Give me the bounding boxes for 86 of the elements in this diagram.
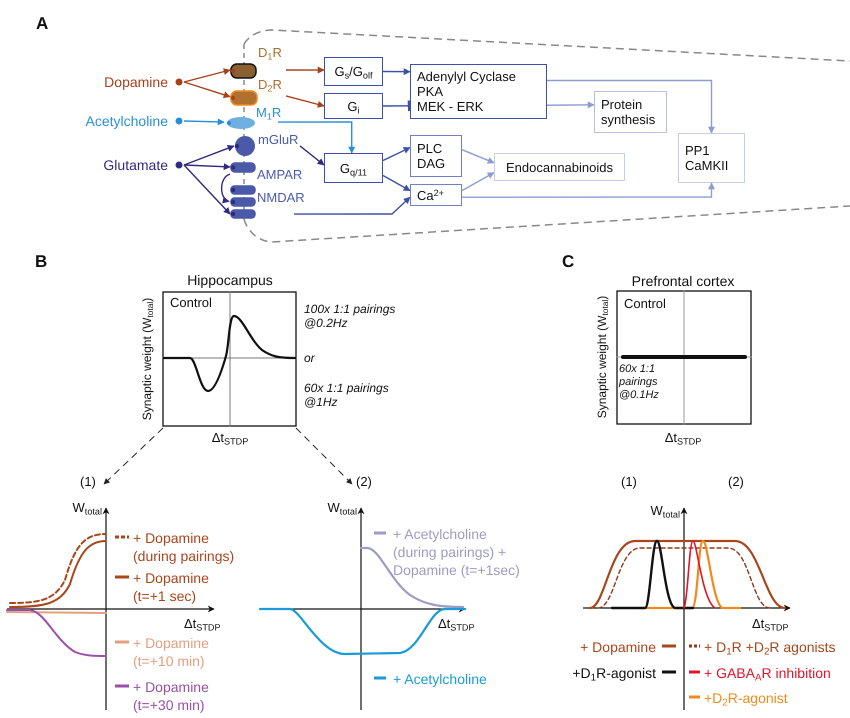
signal-label: Glutamate	[103, 157, 168, 173]
arrow	[547, 101, 595, 108]
box-label: PKA	[417, 84, 444, 99]
arrow	[278, 121, 356, 154]
box-label: CaMKII	[685, 158, 728, 173]
arrow	[184, 118, 225, 126]
process-box	[410, 64, 547, 119]
legend-label: + GABA$_{A}$R inhibition	[704, 664, 831, 682]
box-label: PP1	[685, 143, 710, 158]
annotation: or	[304, 351, 315, 365]
legend-label: + Acetylcholine	[393, 670, 487, 688]
plot-title: Prefrontal cortex	[632, 273, 734, 290]
arrow	[382, 146, 411, 162]
legend-label: + Dopamine	[580, 638, 656, 656]
arrow	[220, 174, 230, 202]
annotation: 100x 1:1 pairings @0.2Hz	[304, 302, 396, 330]
axis-label: Δt$_{STDP}$	[184, 616, 221, 632]
panel-letter: B	[35, 252, 48, 272]
arrow	[300, 145, 325, 166]
arrow	[383, 68, 411, 76]
arrow	[184, 144, 235, 166]
inhibition-line	[383, 100, 410, 112]
legend-label: + Acetylcholine (during pairings) + Dopamine (t=+1sec)	[393, 525, 521, 579]
panel-number: (1)	[80, 474, 96, 490]
arrow	[547, 80, 715, 134]
axis-label: W$_{total}$	[650, 503, 680, 519]
box-label: G$_{i}$	[347, 98, 360, 114]
arrow	[462, 149, 495, 164]
panel-number: (1)	[621, 474, 637, 490]
axis-label: W$_{total}$	[328, 500, 357, 516]
box-label: Protein synthesis	[601, 97, 656, 127]
panel-number: (2)	[356, 474, 372, 490]
arrow	[286, 95, 325, 108]
box-label: MEK - ERK	[417, 99, 484, 114]
arrow	[184, 81, 231, 98]
plot-label: Control	[624, 296, 666, 312]
panel-letter: A	[36, 14, 48, 34]
process-box	[324, 57, 383, 86]
receptor-label: mGluR	[258, 133, 298, 147]
arrow	[183, 164, 231, 215]
receptor-label: D$_{2}$R	[258, 78, 282, 92]
process-box	[494, 153, 625, 181]
annotation: 60x 1:1 pairings @0.1Hz	[619, 363, 660, 402]
arrow	[462, 182, 715, 198]
arrow	[294, 196, 410, 215]
legend-label: +D$_{2}$R-agonist	[704, 689, 788, 707]
annotation: 60x 1:1 pairings @1Hz	[304, 381, 390, 409]
process-box	[324, 93, 383, 119]
box-label: DAG	[417, 156, 446, 171]
legend-label: + Dopamine (t=+1 sec)	[133, 569, 210, 605]
axis-label: Δt$_{STDP}$	[752, 616, 789, 632]
box-label: G$_{q/11}$	[340, 160, 368, 176]
box-label: PLC	[417, 141, 442, 156]
receptor-label: M$_{1}$R	[256, 106, 282, 120]
box-label: Endocannabinoids	[506, 160, 613, 174]
arrow	[382, 174, 411, 192]
legend-label: + Dopamine (during pairings)	[133, 529, 236, 565]
legend-label: +D$_{1}$R-agonist	[572, 664, 656, 682]
axis-label: Δt$_{STDP}$	[664, 430, 702, 446]
box-label: G$_{s}$/G$_{olf}$	[334, 64, 372, 79]
arrow	[286, 66, 325, 74]
axis-label: Δt$_{STDP}$	[212, 430, 248, 446]
box-label: Adenylyl Cyclase	[417, 69, 516, 84]
panel-letter: C	[562, 252, 574, 272]
axis-label: W$_{total}$	[72, 500, 102, 516]
box-label: Ca$^{2+}$	[417, 188, 444, 202]
arrow	[184, 68, 231, 83]
process-box	[678, 133, 745, 183]
process-box	[594, 91, 667, 133]
legend-label: + Dopamine (t=+30 min)	[133, 678, 210, 714]
axis-label: Δt$_{STDP}$	[438, 616, 475, 632]
arrow	[462, 172, 495, 192]
plot-label: Control	[170, 295, 212, 311]
panel-number: (2)	[728, 474, 744, 490]
process-box	[410, 184, 462, 206]
legend-label: + D$_{1}$R +D$_{2}$R agonists	[704, 638, 836, 656]
receptor-label: D$_{1}$R	[258, 46, 282, 60]
receptor-label: NMDAR	[257, 191, 305, 205]
process-box	[410, 135, 462, 177]
receptor-label: AMPAR	[257, 168, 302, 182]
legend-label: + Dopamine (t=+10 min)	[133, 634, 210, 670]
signal-label: Dopamine	[104, 74, 168, 90]
arrow	[184, 163, 231, 170]
process-box	[324, 153, 383, 183]
signal-label: Acetylcholine	[86, 113, 168, 129]
plot-title: Hippocampus	[187, 272, 273, 289]
